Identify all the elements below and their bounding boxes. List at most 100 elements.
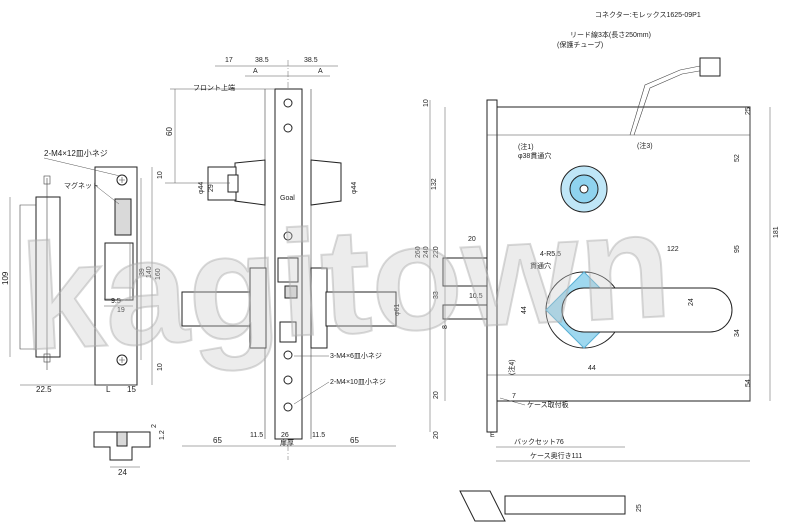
key-cylinder [227, 174, 239, 193]
label-backset: バックセット76 [514, 438, 564, 446]
label-protect-tube: (保護チューブ) [557, 40, 603, 49]
dim-r24: 24 [688, 298, 695, 306]
handle-right [325, 291, 397, 327]
leader-screw-m4x12 [43, 157, 121, 177]
dim-r20b: 20 [433, 391, 440, 399]
dim-9-5: 9.5 [111, 298, 121, 305]
dim-r20a: 20 [468, 236, 476, 243]
label-note3: (注3) [637, 141, 653, 150]
dim-A1: A [253, 68, 258, 75]
strike-profile-insert [116, 431, 128, 447]
lever-handle [561, 287, 733, 333]
strike-tab-top [43, 175, 51, 185]
dim-160: 160 [155, 268, 162, 280]
latch-side [442, 257, 488, 287]
bottom-view-body [504, 495, 626, 515]
dim-A2: A [318, 68, 323, 75]
screw-6-icon [283, 402, 293, 412]
strike-profile [93, 431, 151, 461]
watermark: kagitown [17, 180, 675, 382]
cylinder-left [234, 159, 266, 206]
brand-logo: Goal [280, 195, 295, 202]
latch-bolt [277, 257, 299, 283]
handle-left [181, 291, 253, 327]
dim-r8: 8 [442, 325, 449, 329]
label-case-plate: ケース取付板 [527, 400, 569, 409]
dim-22-5: 22.5 [36, 385, 52, 394]
dim-r7: 7 [512, 393, 516, 400]
dim-38-5b: 38.5 [304, 57, 318, 64]
bottom-view-plate [459, 490, 506, 522]
dim-r25b: 25 [636, 504, 643, 512]
trigger-bolt [279, 321, 297, 343]
dim-24: 24 [118, 468, 127, 477]
dim-r95: 95 [734, 245, 741, 253]
dim-r220: 220 [433, 246, 440, 258]
connector [699, 57, 721, 77]
label-screw-m4x10: 2-M4×10皿小ネジ [330, 377, 386, 386]
leader-magnet [95, 185, 120, 205]
leader-screw-m4x10 [293, 381, 330, 405]
dim-10a: 10 [157, 171, 164, 179]
dim-d44b: φ44 [351, 182, 358, 194]
screw-bottom-cross [119, 357, 125, 363]
dim-rE: E [490, 432, 495, 439]
dim-r10-5: 10.5 [469, 293, 483, 300]
screw-1-icon [283, 98, 293, 108]
dim-r44b: 44 [588, 365, 596, 372]
dim-r34: 34 [734, 329, 741, 337]
screw-3-icon [283, 231, 293, 241]
dim-15: 15 [127, 385, 136, 394]
screw-top-cross [119, 177, 125, 183]
dim-2: 2 [151, 424, 158, 428]
dim-r181: 181 [773, 226, 780, 238]
dim-1-2: 1.2 [159, 430, 166, 440]
dim-19: 19 [117, 307, 125, 314]
screw-5-icon [283, 375, 293, 385]
dim-38-5a: 38.5 [255, 57, 269, 64]
dim-140: 140 [146, 266, 153, 278]
dim-r20c: 20 [433, 431, 440, 439]
label-case-depth: ケース奥行き111 [530, 451, 582, 460]
dim-r132: 132 [431, 178, 438, 190]
label-connector: コネクター:モレックス1625-09P1 [595, 10, 701, 19]
front-view: Goal 17 38.5 38.5 A A フロント上端 60 φ44 29 φ [165, 57, 401, 460]
label-through-hole: 貫通穴 [530, 261, 551, 270]
screw-top-icon [116, 174, 128, 186]
label-note1: (注1) [518, 142, 534, 151]
leader-case-plate [499, 397, 526, 406]
label-screw-m4x12: 2-M4×12皿小ネジ [44, 149, 108, 158]
dim-26: 26 [281, 432, 289, 439]
dim-r52: 52 [734, 154, 741, 162]
strike-box-side [19, 204, 36, 350]
rose-left [249, 267, 267, 349]
dim-L: L [106, 385, 111, 394]
dim-11-5b: 11.5 [312, 432, 325, 439]
dim-r260: 260 [415, 246, 422, 258]
label-lead-wire: リード線3本(長さ250mm) [570, 30, 651, 39]
strike-opening [104, 242, 134, 301]
case-body [495, 106, 751, 402]
dim-r240: 240 [423, 246, 430, 258]
dim-r54: 54 [745, 379, 752, 387]
cylinder-keyhole [579, 184, 589, 194]
strike-tab-bottom [43, 353, 51, 363]
dim-d61: φ61 [394, 304, 401, 316]
strike-plate-view: 2-M4×12皿小ネジ マグネット 109 10 39 140 160 10 9… [1, 149, 166, 477]
dim-r122: 122 [667, 246, 679, 253]
screw-bottom-icon [116, 354, 128, 366]
label-magnet: マグネット [64, 181, 99, 190]
strike-box [35, 196, 61, 358]
label-screw-m4x6: 3-M4×6皿小ネジ [330, 351, 382, 360]
dim-65a: 65 [213, 436, 222, 445]
label-door-thickness: 扉厚 [280, 438, 294, 447]
lead-wire [629, 64, 706, 136]
dim-65b: 65 [350, 436, 359, 445]
latch-small [284, 285, 298, 299]
label-front-top: フロント上端 [193, 83, 235, 92]
cylinder-right [310, 159, 342, 206]
dim-39: 39 [139, 268, 146, 276]
dim-10b: 10 [157, 363, 164, 371]
